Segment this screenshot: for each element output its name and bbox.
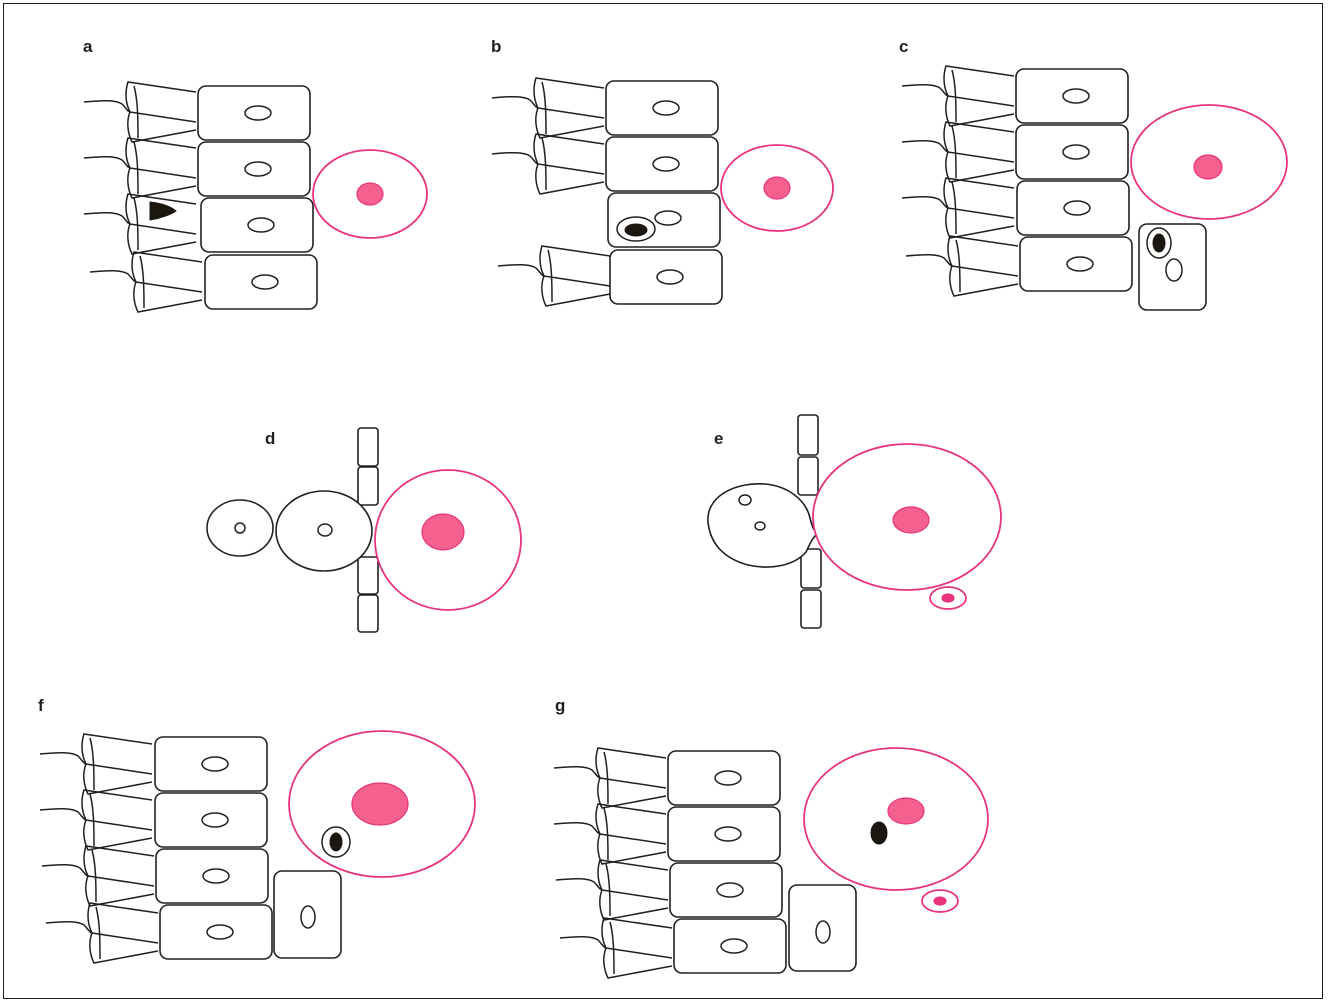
cell	[800, 589, 822, 629]
cell	[154, 792, 268, 848]
panel-label-e: e	[714, 429, 723, 448]
cell-penetrated	[607, 192, 721, 248]
cell	[797, 456, 819, 496]
flagellum	[39, 789, 153, 851]
polar-body-nucleus	[941, 593, 955, 603]
flagellum	[901, 177, 1015, 239]
cell	[673, 918, 787, 974]
cell	[605, 80, 719, 136]
flagellum	[41, 845, 155, 907]
panel-label-g: g	[555, 696, 565, 715]
flagellum	[491, 77, 605, 139]
oocyte-nucleus	[421, 513, 465, 551]
cell	[357, 594, 379, 633]
cell	[273, 870, 342, 959]
cell	[797, 414, 819, 456]
oocyte-nucleus	[887, 797, 925, 825]
flagellum	[45, 902, 159, 964]
flagellum	[901, 121, 1015, 183]
panel-e: e	[707, 414, 1002, 629]
flagellum	[555, 859, 669, 921]
sperm-head	[870, 821, 888, 845]
sperm-head	[624, 223, 648, 237]
cell-nucleus	[317, 523, 333, 537]
cell-nucleus	[754, 521, 766, 531]
cell	[200, 197, 314, 253]
cell-nucleus	[234, 522, 246, 534]
flagellum	[39, 733, 153, 795]
cell	[154, 736, 268, 792]
flagellum	[491, 133, 605, 195]
panel-label-a: a	[83, 37, 93, 56]
panel-label-c: c	[899, 37, 908, 56]
flagellum	[553, 747, 667, 809]
cell	[800, 548, 822, 589]
cell	[605, 136, 719, 192]
panel-b: b	[491, 37, 834, 307]
oocyte-nucleus	[763, 176, 791, 200]
cell	[197, 85, 311, 141]
cell-nucleus	[738, 494, 752, 506]
cell	[155, 848, 269, 904]
cell	[1016, 180, 1130, 236]
sperm-head	[329, 832, 343, 852]
flagellum	[559, 917, 673, 979]
cell	[667, 750, 781, 806]
oocyte-nucleus	[892, 506, 930, 534]
oocyte-nucleus	[1193, 154, 1223, 180]
sperm-head	[149, 201, 177, 221]
panel-a: a	[83, 37, 428, 313]
cell	[788, 884, 857, 972]
cell	[357, 466, 379, 506]
figure-frame	[3, 3, 1323, 999]
flagellum	[553, 803, 667, 865]
panel-f: f	[38, 696, 476, 964]
panel-label-d: d	[265, 429, 275, 448]
panel-d: d	[206, 427, 522, 633]
flagellum	[83, 137, 197, 199]
cell	[667, 806, 781, 862]
flagellum	[497, 245, 611, 307]
sperm-head	[1152, 233, 1166, 253]
cell	[669, 862, 783, 918]
flagellum	[905, 235, 1019, 297]
oocyte-nucleus	[351, 782, 409, 826]
flagellum	[901, 65, 1015, 127]
panel-label-b: b	[491, 37, 501, 56]
cell	[204, 254, 318, 310]
cell	[357, 427, 379, 467]
cell	[197, 141, 311, 197]
cell-penetrated	[1138, 223, 1207, 311]
cell	[1019, 236, 1133, 292]
flagellum	[83, 193, 197, 255]
flagellum	[89, 251, 203, 313]
oocyte-nucleus	[356, 182, 384, 206]
cell	[1015, 68, 1129, 124]
cell	[1015, 124, 1129, 180]
cell	[609, 249, 723, 305]
panel-c: c	[899, 37, 1288, 311]
polar-body-nucleus	[933, 896, 947, 906]
flagellum	[83, 81, 197, 143]
panel-label-f: f	[38, 696, 44, 715]
panel-g: g	[553, 696, 989, 979]
cell	[357, 556, 379, 595]
cell	[159, 904, 273, 960]
